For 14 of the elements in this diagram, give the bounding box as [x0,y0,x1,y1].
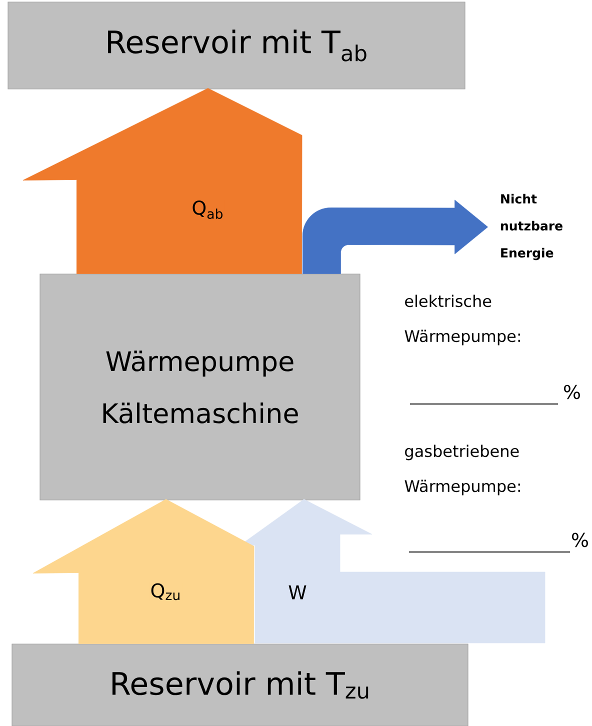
block-arrow [22,88,302,274]
percent-sign: % [564,384,580,400]
note-text: gasbetriebene Wärmepumpe: [404,444,520,496]
reservoir-box: Reservoir mit T$_{zu}$ [12,644,468,726]
node-text: Nicht nutzbare Energie [501,194,562,260]
edge-label: W [287,584,308,600]
reservoir-box: Reservoir mit T$_{ab}$ [8,2,466,90]
edge-label: Q$_{zu}$ [149,582,182,602]
block-arrow [32,499,254,644]
note-text: elektrische Wärmepumpe: [404,294,520,346]
edge-label: Q$_{ab}$ [190,199,225,220]
percent-sign: % [572,532,588,548]
machine-box: Wärmepumpe Kältemaschine [40,274,360,500]
block-arrow [302,200,488,274]
